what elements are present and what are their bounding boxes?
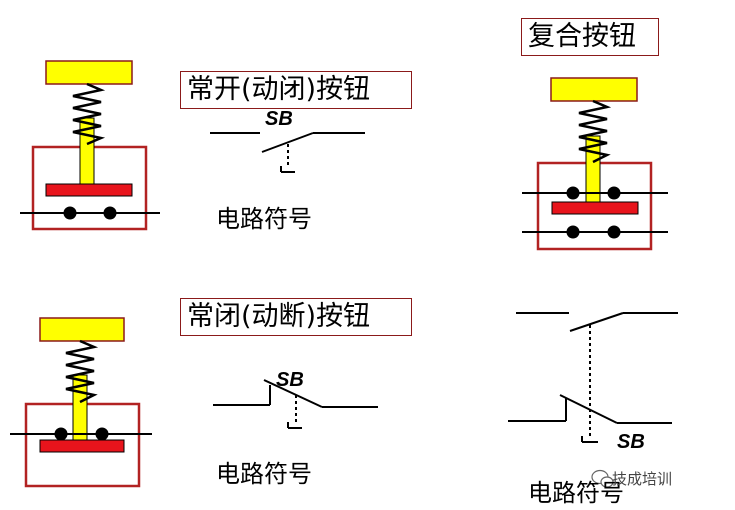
no-button-title: 常开(动闭)按钮 [180,71,412,109]
compound-symbol-caption: 电路符号 [528,479,624,507]
compound-button-upper-left [566,186,580,200]
compound-symbol-sb-label: SB [617,431,645,453]
nc-symbol-caption: 电路符号 [216,460,312,488]
nc-button-plate [39,439,125,453]
nc-button-contact-left [54,427,68,441]
no-symbol-caption: 电路符号 [216,205,312,233]
no-button-cap [45,60,133,85]
compound-symbol [508,312,678,443]
compound-button-upper-right [607,186,621,200]
compound-button-title: 复合按钮 [521,18,659,56]
compound-button-spring [578,99,612,164]
nc-symbol [213,379,378,429]
compound-button-illustration [522,77,668,251]
no-symbol [210,132,365,173]
nc-button-illustration [10,317,152,488]
no-button-spring [72,82,106,146]
compound-button-cap [550,77,638,102]
nc-button-cap [39,317,125,342]
wechat-logo-icon [591,469,614,488]
no-button-contact-left [63,206,77,220]
compound-button-lower-right [607,225,621,239]
no-button-illustration [20,60,160,231]
watermark-text: 技成培训 [612,470,673,488]
nc-button-title: 常闭(动断)按钮 [180,298,412,336]
compound-button-lower-left [566,225,580,239]
nc-button-spring [65,339,99,404]
no-button-plate [45,183,133,197]
nc-button-contact-right [95,427,109,441]
nc-symbol-sb-label: SB [276,369,304,391]
compound-button-plate [551,201,639,215]
no-button-contact-right [103,206,117,220]
no-symbol-sb-label: SB [265,108,293,130]
